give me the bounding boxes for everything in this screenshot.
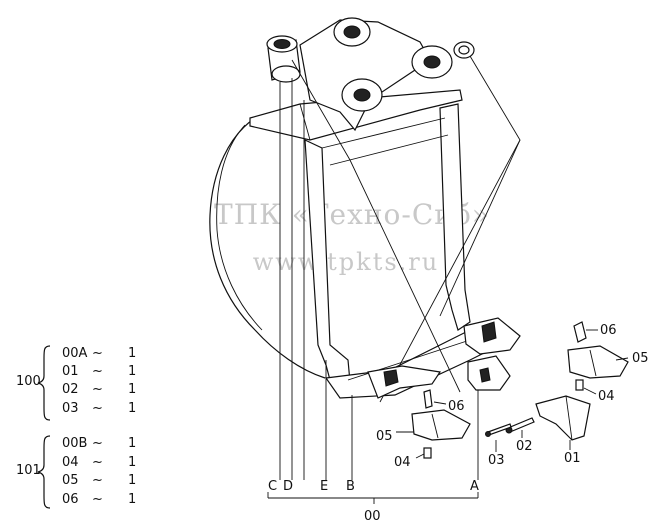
assembly-row: 03 ~ 1 [62,401,136,416]
bucket-shell-inner [216,124,263,331]
callout-mid-05: 05 [376,429,393,444]
row-qty: 1 [128,346,136,361]
top-plate-edge [299,103,311,141]
callout-right-06: 06 [600,323,617,338]
assembly-number: 101 [16,463,41,478]
cross-member [321,117,446,149]
row-code: 06 [62,492,79,507]
view-letter-c: C [268,479,277,494]
row-code: 02 [62,382,79,397]
row-code: 00A [62,346,88,361]
washer-ring [453,41,475,59]
tooth-05-right [567,345,629,379]
row-code: 05 [62,473,79,488]
row-sep: ~ [92,473,103,488]
right-tooth-adapter-top [463,317,521,355]
row-qty: 1 [128,492,136,507]
cross-member-lower [329,134,449,166]
row-code: 01 [62,364,79,379]
top-center-boss [299,17,453,132]
leader-boss-diag [291,59,461,393]
left-tooth-adapter [367,365,442,399]
assembly-100: 100 00A ~ 1 01 ~ 1 02 ~ 1 03 ~ 1 [16,345,136,421]
assembly-number: 100 [16,374,41,389]
row-qty: 1 [128,364,136,379]
view-letter-d: D [283,479,293,494]
view-letter-e: E [320,479,328,494]
row-qty: 1 [128,455,136,470]
callout-mid-06: 06 [448,399,465,414]
assembly-100-brace [37,345,51,421]
callout-02: 02 [516,439,533,454]
bucket-shell [209,117,326,379]
row-sep: ~ [92,364,103,379]
pin-03 [485,423,512,452]
assembly-row: 00B ~ 1 [62,436,136,451]
row-sep: ~ [92,382,103,397]
right-tooth-adapter-bottom [467,355,511,391]
callout-right-05: 05 [632,351,649,366]
row-qty: 1 [128,436,136,451]
assembly-row: 00A ~ 1 [62,346,136,361]
callout-01: 01 [564,451,581,466]
row-sep: ~ [92,492,103,507]
tooth-05-middle [396,409,471,441]
tooth-point-01 [535,395,591,450]
lock-pin-06-right [573,321,598,343]
pin-02 [505,417,535,438]
lock-pin-06-middle [423,389,447,409]
leader-ring-to-right-shank [439,139,521,317]
row-code: 00B [62,436,87,451]
assembly-row: 02 ~ 1 [62,382,136,397]
callout-right-04: 04 [598,389,615,404]
assembly-row: 06 ~ 1 [62,492,136,507]
left-boss [266,35,301,83]
assembly-101: 101 00B ~ 1 04 ~ 1 05 ~ 1 06 ~ 1 [16,435,136,509]
row-code: 03 [62,401,79,416]
row-qty: 1 [128,473,136,488]
assembly-row: 01 ~ 1 [62,364,136,379]
callout-03: 03 [488,453,505,468]
row-qty: 1 [128,382,136,397]
row-sep: ~ [92,455,103,470]
assembly-row: 04 ~ 1 [62,455,136,470]
assembly-row: 05 ~ 1 [62,473,136,488]
row-qty: 1 [128,401,136,416]
callout-mid-04: 04 [394,455,411,470]
view-letter-b: B [346,479,355,494]
view-letter-a: A [470,479,479,494]
row-sep: ~ [92,401,103,416]
assembly-101-brace [37,435,51,509]
watermark-url: www.tpkts.ru [253,248,439,276]
row-sep: ~ [92,346,103,361]
retainer-04-right [575,379,597,395]
row-code: 04 [62,455,79,470]
row-sep: ~ [92,436,103,451]
retainer-04-middle [415,447,432,459]
bottom-label-00: 00 [364,509,381,524]
